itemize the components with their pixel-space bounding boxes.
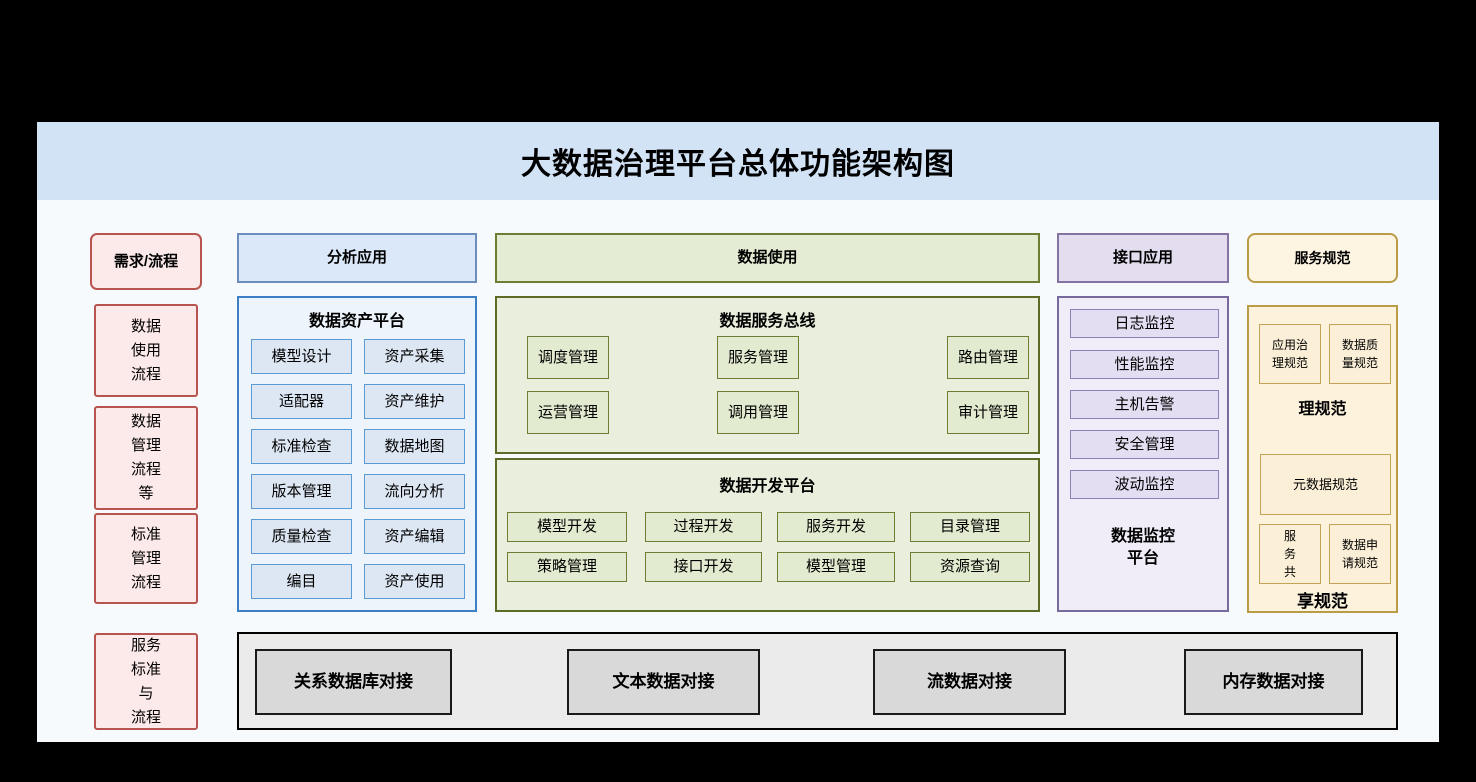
bus-item: 审计管理 <box>947 391 1029 434</box>
standard-item: 数据申 请规范 <box>1329 524 1391 584</box>
standard-item: 服 务 共 <box>1259 524 1321 584</box>
integration-item: 文本数据对接 <box>567 649 760 715</box>
monitor-item: 波动监控 <box>1070 470 1219 499</box>
governance-label: 理规范 <box>1298 401 1347 418</box>
monitor-item: 性能监控 <box>1070 350 1219 379</box>
dev-item: 目录管理 <box>910 512 1030 542</box>
bus-item: 调用管理 <box>717 391 799 434</box>
dev-item: 接口开发 <box>645 552 762 582</box>
dev-item: 过程开发 <box>645 512 762 542</box>
monitor-item: 主机告警 <box>1070 390 1219 419</box>
integration-item: 流数据对接 <box>873 649 1066 715</box>
data-dev-platform-title: 数据开发平台 <box>719 478 816 495</box>
dev-item: 模型开发 <box>507 512 627 542</box>
interface-header: 接口应用 <box>1057 233 1229 283</box>
asset-item: 资产维护 <box>364 384 465 419</box>
dev-item: 策略管理 <box>507 552 627 582</box>
bus-item: 调度管理 <box>527 336 609 379</box>
data-service-bus: 数据服务总线 调度管理 服务管理 路由管理 运营管理 调用管理 审计管理 <box>495 296 1040 454</box>
flow-box-standard-management: 标准 管理 流程 <box>94 513 198 604</box>
bus-item: 服务管理 <box>717 336 799 379</box>
monitor-item: 安全管理 <box>1070 430 1219 459</box>
standards-panel: 应用治 理规范 数据质 量规范 理规范 元数据规范 服 务 共 数据申 请规范 … <box>1247 305 1398 613</box>
flow-header-box: 需求/流程 <box>90 233 202 290</box>
integration-item: 关系数据库对接 <box>255 649 452 715</box>
asset-item: 编目 <box>251 564 352 599</box>
data-monitor-platform-label: 数据监控 平台 <box>1110 528 1175 567</box>
data-service-bus-title: 数据服务总线 <box>719 313 816 330</box>
dev-item: 资源查询 <box>910 552 1030 582</box>
bus-item: 运营管理 <box>527 391 609 434</box>
flow-box-service-standard: 服务 标准 与 流程 <box>94 633 198 730</box>
integration-bar: 关系数据库对接 文本数据对接 流数据对接 内存数据对接 <box>237 632 1398 730</box>
asset-item: 资产使用 <box>364 564 465 599</box>
asset-item: 标准检查 <box>251 429 352 464</box>
asset-item: 质量检查 <box>251 519 352 554</box>
dev-item: 模型管理 <box>777 552 895 582</box>
dev-item: 服务开发 <box>777 512 895 542</box>
diagram-panel: 大数据治理平台总体功能架构图 需求/流程 数据 使用 流程 数据 管理 流程 等… <box>37 122 1439 742</box>
asset-item: 资产编辑 <box>364 519 465 554</box>
page-title: 大数据治理平台总体功能架构图 <box>521 148 955 181</box>
asset-item: 版本管理 <box>251 474 352 509</box>
analysis-header: 分析应用 <box>237 233 477 283</box>
asset-item: 资产采集 <box>364 339 465 374</box>
flow-box-data-management: 数据 管理 流程 等 <box>94 406 198 510</box>
data-monitor-platform: 日志监控 性能监控 主机告警 安全管理 波动监控 数据监控 平台 <box>1057 296 1229 612</box>
standard-item: 数据质 量规范 <box>1329 324 1391 384</box>
asset-item: 流向分析 <box>364 474 465 509</box>
standards-header: 服务规范 <box>1247 233 1398 283</box>
monitor-item: 日志监控 <box>1070 309 1219 338</box>
data-asset-platform: 数据资产平台 模型设计 资产采集 适配器 资产维护 标准检查 数据地图 版本管理… <box>237 296 477 612</box>
usage-header: 数据使用 <box>495 233 1040 283</box>
standard-item: 应用治 理规范 <box>1259 324 1321 384</box>
title-band: 大数据治理平台总体功能架构图 <box>37 122 1439 200</box>
data-dev-platform: 数据开发平台 模型开发 过程开发 服务开发 目录管理 策略管理 接口开发 模型管… <box>495 458 1040 612</box>
asset-item: 适配器 <box>251 384 352 419</box>
integration-item: 内存数据对接 <box>1184 649 1363 715</box>
asset-item: 模型设计 <box>251 339 352 374</box>
asset-item: 数据地图 <box>364 429 465 464</box>
bus-item: 路由管理 <box>947 336 1029 379</box>
data-asset-platform-title: 数据资产平台 <box>308 313 405 330</box>
flow-box-data-usage: 数据 使用 流程 <box>94 304 198 397</box>
metadata-standard-item: 元数据规范 <box>1260 454 1391 515</box>
sharing-label: 享规范 <box>1297 592 1348 611</box>
